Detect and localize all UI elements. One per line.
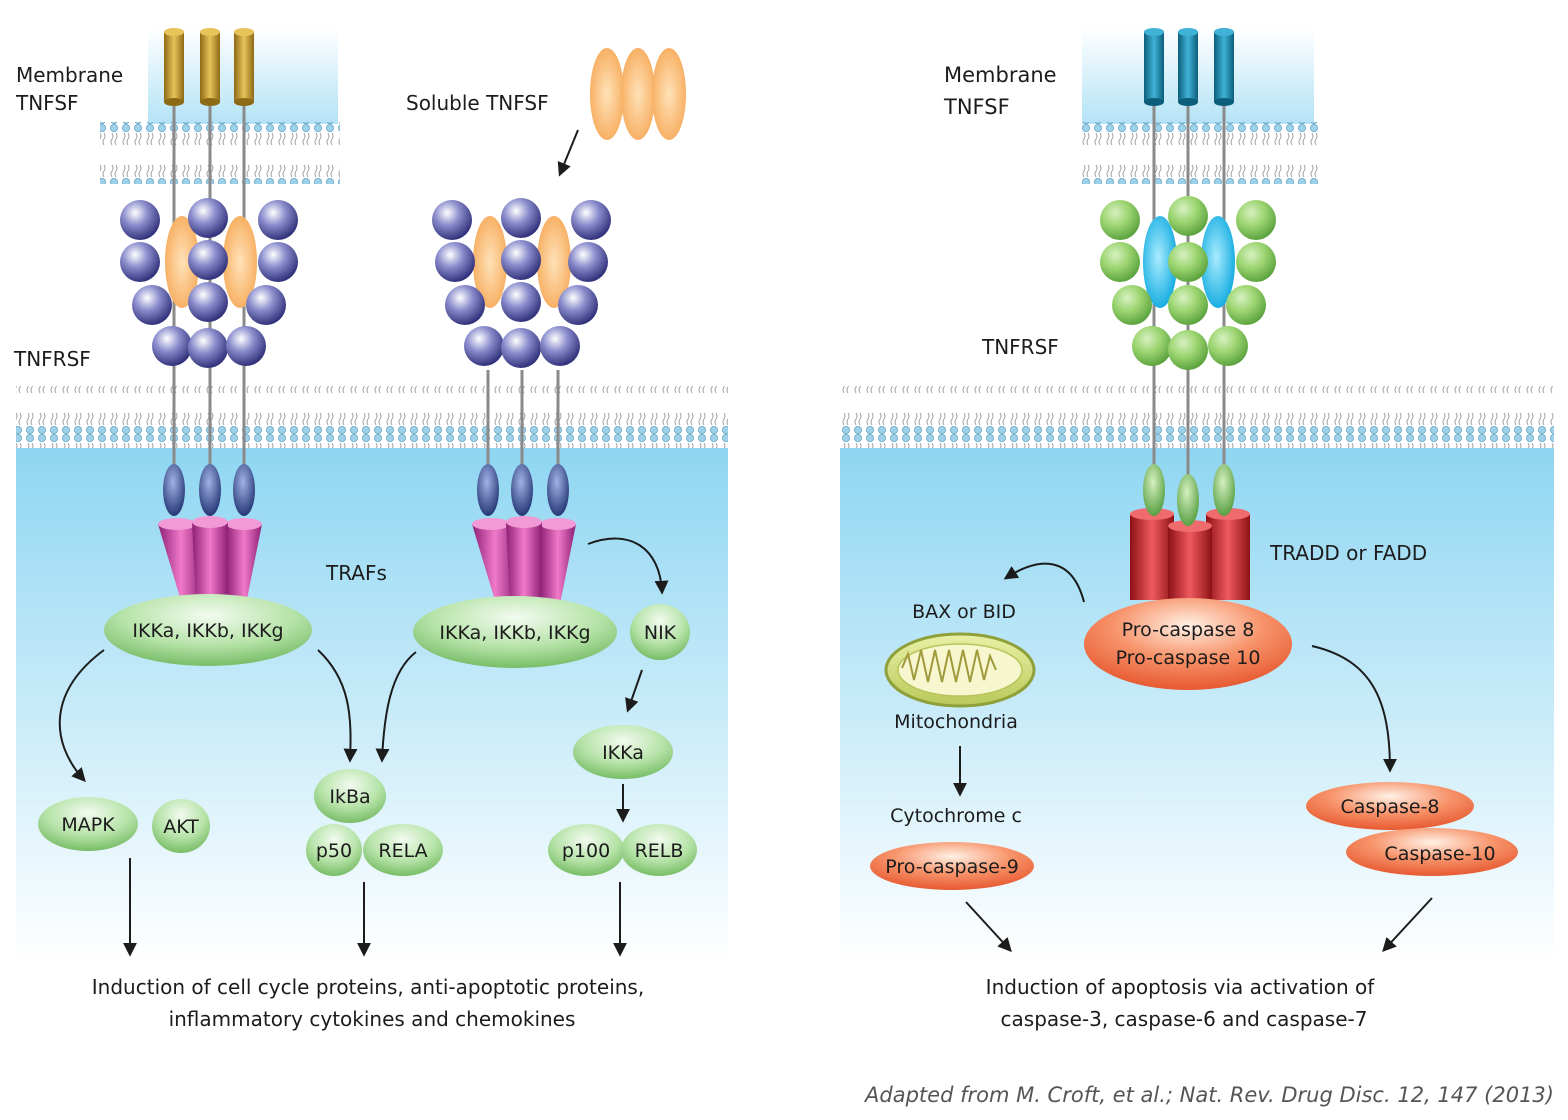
arrow-casp9-to-outcome bbox=[965, 901, 1012, 953]
left-membrane-label-2: TNFSF bbox=[15, 91, 79, 115]
left-ligand-membrane bbox=[100, 122, 340, 184]
arrow-nik-to-ikka bbox=[625, 669, 643, 713]
procaspase-8-label: Pro-caspase 8 bbox=[1122, 619, 1255, 641]
left-traf-trimer-1 bbox=[158, 516, 262, 606]
right-cell-membrane bbox=[838, 386, 1554, 448]
ikka-label: IKKa bbox=[602, 742, 644, 764]
arrow-procaspase-to-caspase8 bbox=[1311, 645, 1397, 773]
arrow-ikk1-to-mapk bbox=[58, 649, 105, 783]
mapk-label: MAPK bbox=[61, 814, 115, 836]
rela-label: RELA bbox=[378, 840, 427, 862]
mitochondria-icon bbox=[884, 632, 1036, 708]
caspase-8-label: Caspase-8 bbox=[1340, 796, 1439, 818]
caspase-8-node bbox=[1306, 782, 1474, 830]
bax-bid-label: BAX or BID bbox=[912, 601, 1016, 623]
rela-node bbox=[363, 824, 443, 876]
cytochrome-label: Cytochrome c bbox=[890, 805, 1022, 827]
right-outcome-line-2: caspase-3, caspase-6 and caspase-7 bbox=[1001, 1007, 1368, 1031]
akt-node bbox=[152, 799, 210, 853]
arrow-ikk1-to-ikba bbox=[317, 649, 358, 763]
right-arrows bbox=[953, 562, 1433, 953]
relb-label: RELB bbox=[635, 840, 684, 862]
akt-label: AKT bbox=[163, 816, 199, 838]
left-receptor-trimer-1 bbox=[120, 198, 298, 516]
right-receptor-trimer bbox=[1100, 196, 1276, 370]
caspase-10-label: Caspase-10 bbox=[1384, 843, 1495, 865]
mapk-node bbox=[38, 797, 138, 851]
ikk-complex-label-2: IKKa, IKKb, IKKg bbox=[439, 622, 590, 644]
procaspase-9-label: Pro-caspase-9 bbox=[885, 856, 1019, 878]
left-cytoplasm bbox=[16, 448, 728, 960]
soluble-tnfsf-trimer bbox=[590, 48, 686, 140]
right-membrane-tnfsf bbox=[1144, 28, 1234, 480]
right-tnfrsf-label: TNFRSF bbox=[981, 335, 1059, 359]
arrow-procaspase-to-bax bbox=[1003, 562, 1085, 603]
ikba-label: IkBa bbox=[329, 786, 370, 808]
ikk-complex-label-1: IKKa, IKKb, IKKg bbox=[132, 620, 283, 642]
nik-node bbox=[630, 604, 690, 660]
left-traf-trimer-2 bbox=[472, 516, 576, 606]
left-receptor-trimer-2 bbox=[432, 198, 611, 516]
citation: Adapted from M. Croft, et al.; Nat. Rev.… bbox=[863, 1083, 1554, 1107]
p100-label: p100 bbox=[562, 840, 610, 862]
left-cell-membrane bbox=[16, 386, 728, 448]
soluble-tnfsf-label: Soluble TNFSF bbox=[406, 91, 549, 115]
left-arrows bbox=[58, 129, 669, 957]
p50-label: p50 bbox=[316, 840, 352, 862]
p50-node bbox=[306, 824, 362, 876]
arrow-casp10-to-outcome bbox=[1382, 897, 1433, 953]
left-membrane-label-1: Membrane bbox=[16, 63, 123, 87]
left-tnfrsf-label: TNFRSF bbox=[13, 347, 91, 371]
right-ligand-membrane bbox=[1078, 122, 1318, 184]
mitochondria-label: Mitochondria bbox=[894, 711, 1018, 733]
procaspase-9-node bbox=[870, 842, 1034, 890]
ikk-complex-node-2 bbox=[413, 596, 617, 668]
procaspase-8-10-node bbox=[1084, 598, 1292, 690]
arrow-ikk2-to-ikba bbox=[375, 651, 417, 763]
right-outcome-line-1: Induction of apoptosis via activation of bbox=[986, 975, 1376, 999]
adaptor-trimer bbox=[1130, 464, 1250, 612]
trafs-label: TRAFs bbox=[325, 561, 387, 585]
arrow-traf2-to-nik bbox=[587, 537, 669, 595]
adaptor-label: TRADD or FADD bbox=[1269, 541, 1427, 565]
caspase-10-node bbox=[1346, 828, 1518, 876]
nik-label: NIK bbox=[644, 622, 677, 644]
right-membrane-label-1: Membrane bbox=[944, 63, 1057, 87]
ikba-node bbox=[314, 769, 386, 823]
ikka-node bbox=[573, 725, 673, 779]
arrow-soluble-to-receptor bbox=[557, 129, 579, 177]
left-outcome-line-1: Induction of cell cycle proteins, anti-a… bbox=[92, 975, 644, 999]
p100-node bbox=[548, 824, 624, 876]
relb-node bbox=[621, 824, 697, 876]
left-membrane-tnfsf bbox=[164, 28, 254, 480]
ikk-complex-node-1 bbox=[104, 594, 312, 666]
right-membrane-label-2: TNFSF bbox=[943, 95, 1010, 119]
procaspase-10-label: Pro-caspase 10 bbox=[1116, 647, 1261, 669]
left-outcome-line-2: inflammatory cytokines and chemokines bbox=[169, 1007, 576, 1031]
